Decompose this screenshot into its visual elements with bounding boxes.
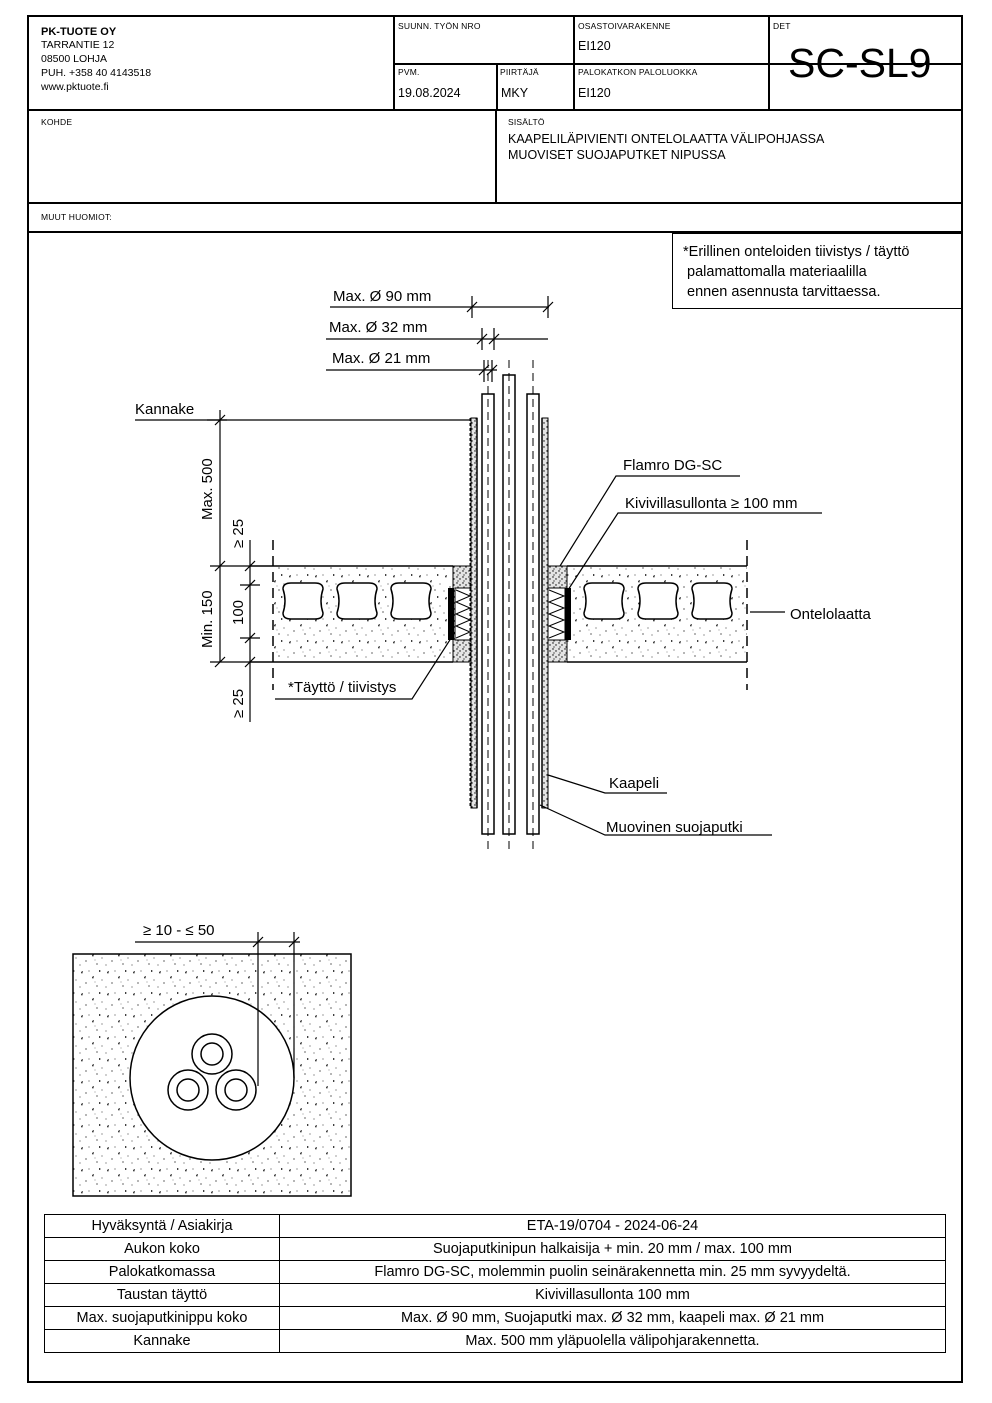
spec-key: Taustan täyttö: [44, 1283, 280, 1307]
piirtaja-label: PIIRTÄJÄ: [500, 67, 539, 77]
palo-label: PALOKATKON PALOLUOKKA: [578, 67, 698, 77]
company-phone: PUH. +358 40 4143518: [41, 67, 152, 79]
company-name: PK-TUOTE OY: [41, 26, 117, 38]
sisalto-line-2: MUOVISET SUOJAPUTKET NIPUSSA: [508, 148, 726, 162]
pvm-value: 19.08.2024: [398, 86, 461, 100]
sisalto-label: SISÄLTÖ: [508, 117, 545, 127]
company-web: www.pktuote.fi: [41, 81, 109, 93]
table-row: Taustan täyttö Kivivillasullonta 100 mm: [44, 1283, 946, 1307]
table-row: Kannake Max. 500 mm yläpuolella välipohj…: [44, 1329, 946, 1353]
palo-value: EI120: [578, 86, 611, 100]
table-row: Aukon koko Suojaputkinipun halkaisija + …: [44, 1237, 946, 1261]
dimension-lines: [135, 296, 822, 836]
osasto-label: OSASTOIVARAKENNE: [578, 21, 671, 31]
flamro-mass-left: [448, 588, 454, 640]
company-block: PK-TUOTE OY TARRANTIE 12 08500 LOHJA PUH…: [41, 26, 151, 94]
tube-bundle: [469, 360, 549, 852]
grid-line: [496, 63, 498, 109]
spec-table: Hyväksyntä / Asiakirja ETA-19/0704 - 202…: [44, 1214, 946, 1353]
suojaputki-label: Muovinen suojaputki: [606, 819, 743, 836]
grid-line: [573, 15, 575, 109]
pvm-label: PVM.: [398, 67, 420, 77]
grid-line: [27, 202, 963, 204]
kivivilla-label: Kivivillasullonta ≥ 100 mm: [625, 495, 797, 512]
note-box: *Erillinen onteloiden tiivistys / täyttö…: [672, 233, 963, 309]
grid-line: [495, 109, 497, 202]
spec-key: Kannake: [44, 1329, 280, 1353]
drawing-frame: [27, 15, 963, 1383]
dim-21-label: Max. Ø 21 mm: [332, 350, 430, 367]
stone-wool-right: [547, 587, 566, 641]
table-row: Max. suojaputkinippu koko Max. Ø 90 mm, …: [44, 1306, 946, 1330]
suunn-label: SUUNN. TYÖN NRO: [398, 21, 481, 31]
piirtaja-value: MKY: [501, 86, 529, 100]
flamro-label: Flamro DG-SC: [623, 457, 722, 474]
spec-value: ETA-19/0704 - 2024-06-24: [279, 1214, 946, 1238]
dim-90-label: Max. Ø 90 mm: [333, 288, 431, 305]
spec-key: Aukon koko: [44, 1237, 280, 1261]
taytto-label: *Täyttö / tiivistys: [288, 679, 396, 696]
spec-value: Max. Ø 90 mm, Suojaputki max. Ø 32 mm, k…: [279, 1306, 946, 1330]
kohde-label: KOHDE: [41, 117, 73, 127]
flamro-mass-right: [565, 588, 571, 640]
gap-label: ≥ 10 - ≤ 50: [143, 922, 215, 939]
company-city: 08500 LOHJA: [41, 53, 107, 65]
min150-label: Min. 150: [199, 590, 216, 648]
kannake-label: Kannake: [135, 401, 194, 418]
grid-line: [768, 15, 770, 109]
ge25-top-label: ≥ 25: [230, 519, 247, 548]
grid-line: [27, 231, 963, 233]
det-label: DET: [773, 21, 791, 31]
spec-key: Max. suojaputkinippu koko: [44, 1306, 280, 1330]
grid-line: [393, 15, 395, 109]
table-row: Palokatkomassa Flamro DG-SC, molemmin pu…: [44, 1260, 946, 1284]
spec-value: Max. 500 mm yläpuolella välipohjarakenne…: [279, 1329, 946, 1353]
ontelolaatta-label: Ontelolaatta: [790, 606, 872, 623]
spec-value: Flamro DG-SC, molemmin puolin seinäraken…: [279, 1260, 946, 1284]
max500-label: Max. 500: [199, 458, 216, 520]
spec-key: Hyväksyntä / Asiakirja: [44, 1214, 280, 1238]
ge25-bottom-label: ≥ 25: [230, 689, 247, 718]
company-street: TARRANTIE 12: [41, 39, 115, 51]
osasto-value: EI120: [578, 39, 611, 53]
table-row: Hyväksyntä / Asiakirja ETA-19/0704 - 202…: [44, 1214, 946, 1238]
muut-label: MUUT HUOMIOT:: [41, 212, 112, 222]
spec-value: Suojaputkinipun halkaisija + min. 20 mm …: [279, 1237, 946, 1261]
plan-view: [72, 932, 352, 1197]
det-value: SC-SL9: [788, 40, 932, 86]
kaapeli-label: Kaapeli: [609, 775, 659, 792]
dim-32-label: Max. Ø 32 mm: [329, 319, 427, 336]
grid-line: [394, 63, 963, 65]
spec-key: Palokatkomassa: [44, 1260, 280, 1284]
slab-left: [250, 540, 453, 690]
sisalto-line-1: KAAPELILÄPIVIENTI ONTELOLAATTA VÄLIPOHJA…: [508, 132, 825, 146]
d100-label: 100: [230, 600, 247, 625]
slab-right: [567, 540, 748, 690]
stone-wool-left: [454, 587, 472, 641]
spec-value: Kivivillasullonta 100 mm: [279, 1283, 946, 1307]
